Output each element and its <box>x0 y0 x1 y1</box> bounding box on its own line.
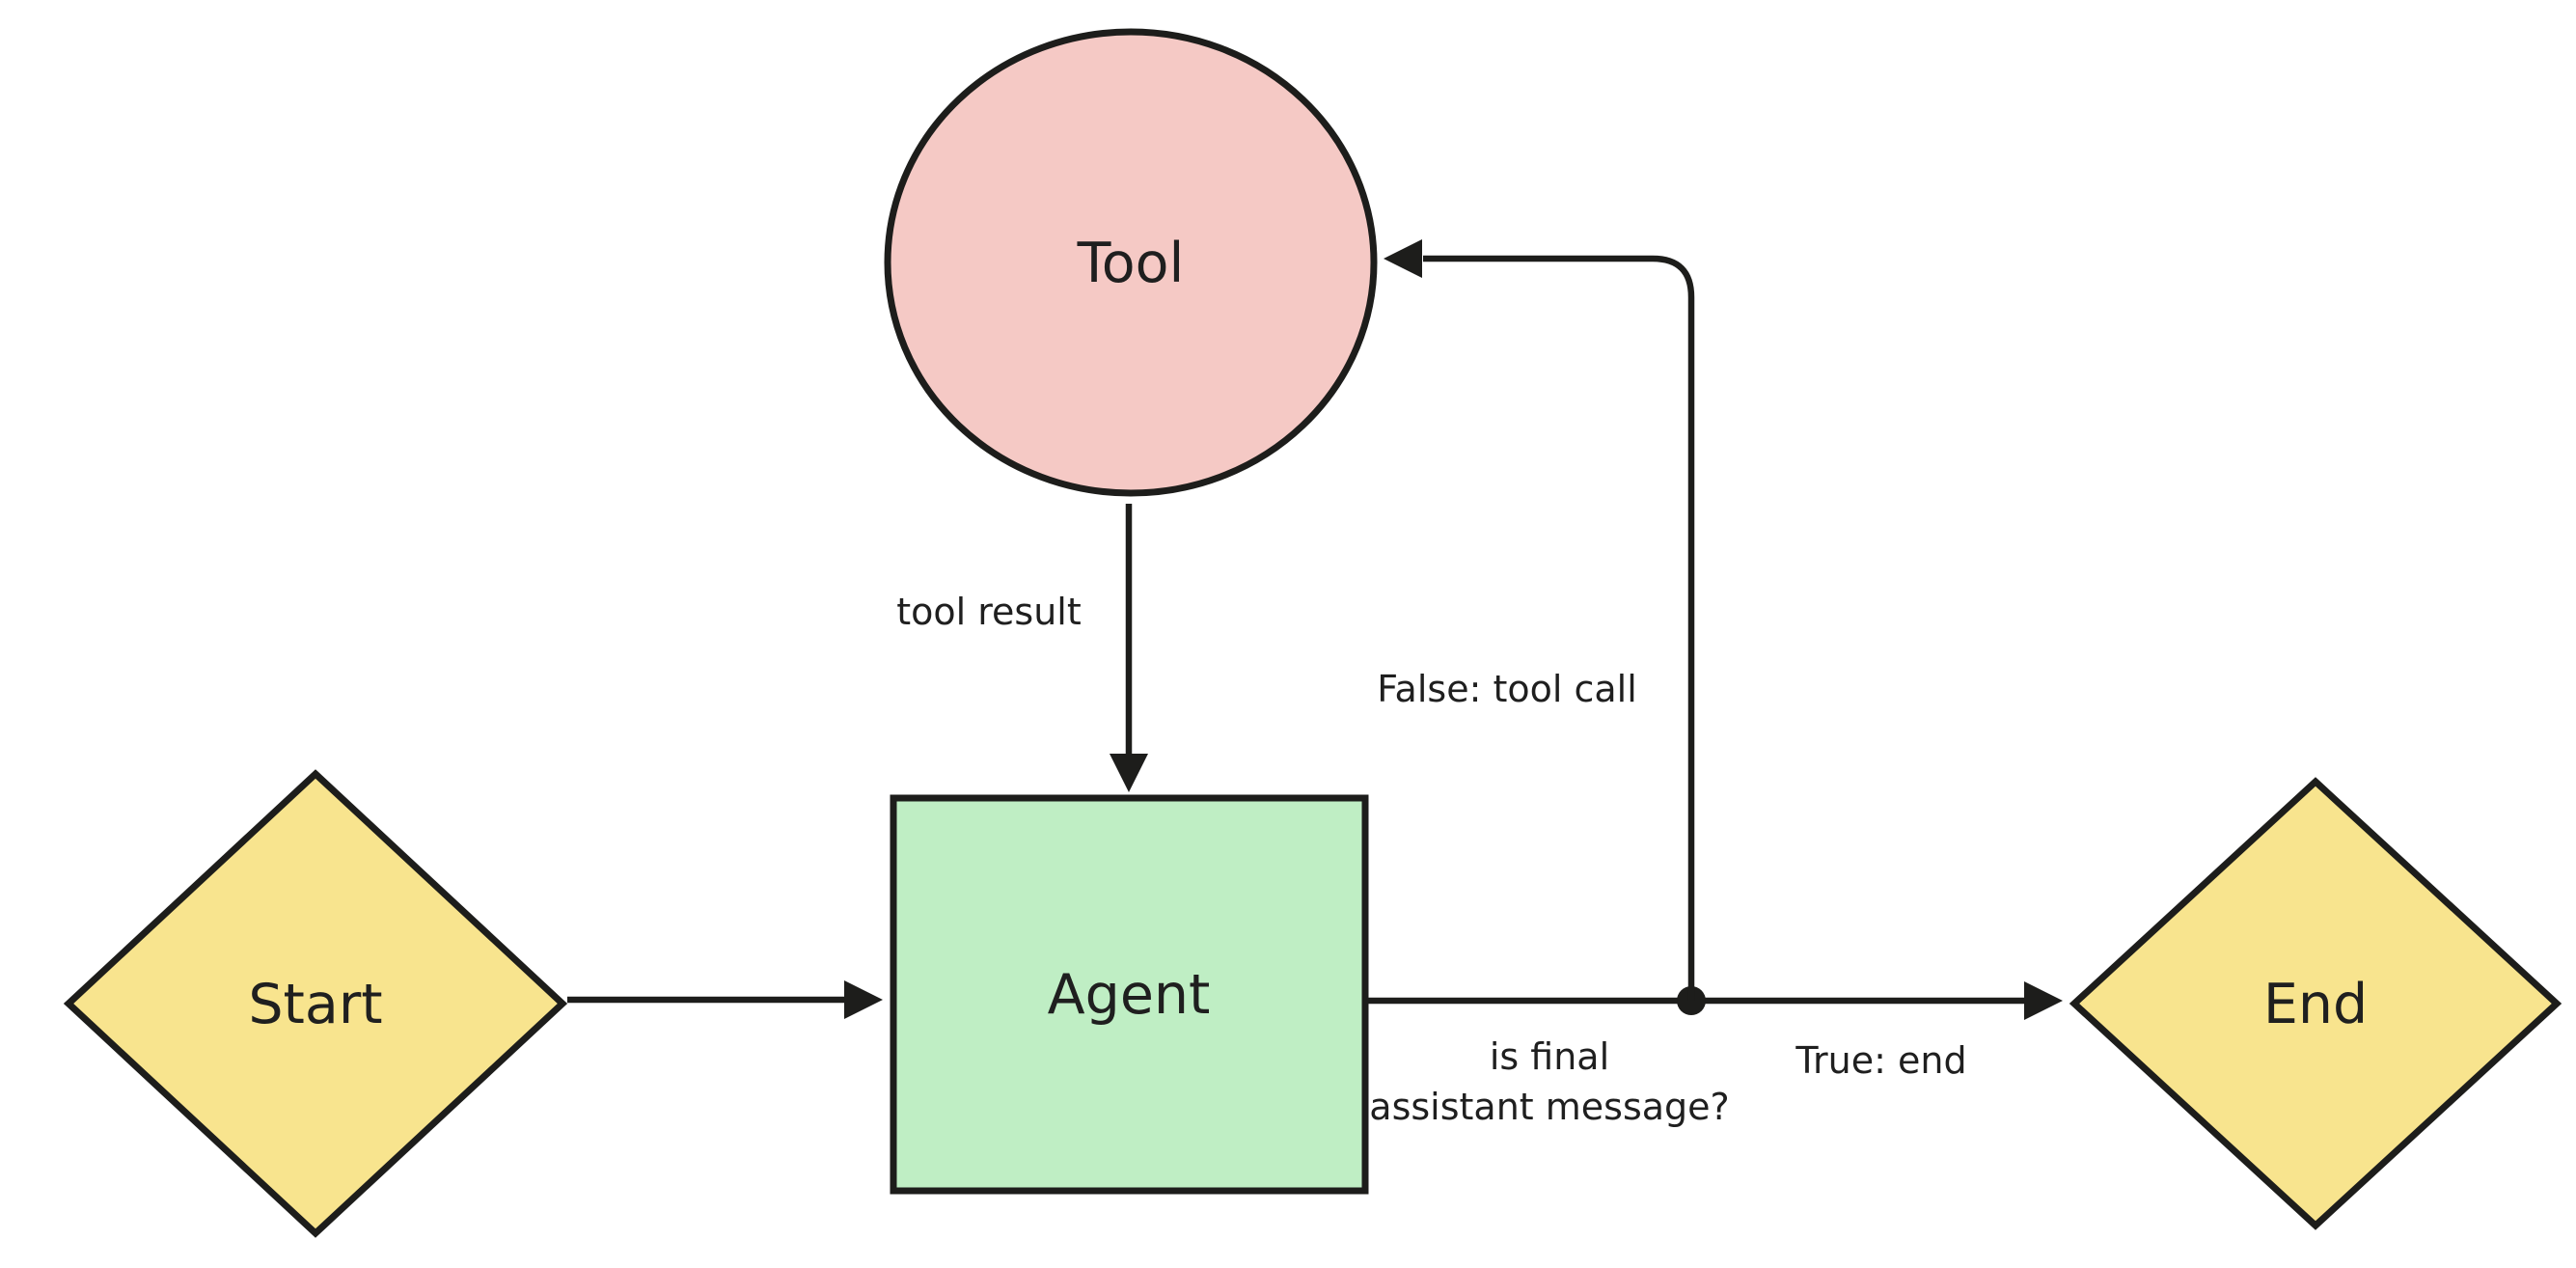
edge-agent-to-end: is final assistant message? True: end <box>1365 981 2063 1128</box>
end-node-label: End <box>2263 973 2368 1036</box>
start-node-label: Start <box>248 973 382 1036</box>
arrowhead-into-tool <box>1384 239 1422 278</box>
edge-label-question-line1: is final <box>1490 1035 1609 1078</box>
node-end: End <box>2069 777 2562 1230</box>
tool-circle-shape <box>884 28 1378 497</box>
arrowhead-into-agent-top <box>1110 754 1148 792</box>
edge-label-question-line2: assistant message? <box>1369 1086 1729 1128</box>
node-tool: Tool <box>884 28 1378 497</box>
edge-line-false-loop <box>1423 255 1695 1001</box>
arrowhead-into-end <box>2024 981 2063 1020</box>
tool-node-label: Tool <box>1077 232 1185 295</box>
edge-false-loop-to-tool: False: tool call <box>1377 239 1695 1001</box>
agent-rectangle-shape <box>890 794 1369 1195</box>
edge-label-true-branch: True: end <box>1795 1039 1966 1082</box>
agent-node-label: Agent <box>1048 963 1211 1027</box>
arrowhead-into-agent-left <box>844 980 883 1019</box>
end-diamond-shape <box>2069 777 2562 1230</box>
edge-label-false-branch: False: tool call <box>1377 668 1637 710</box>
edge-label-tool-result: tool result <box>896 591 1082 633</box>
edge-start-to-agent <box>567 980 883 1019</box>
start-diamond-shape <box>63 769 568 1238</box>
node-agent: Agent <box>890 794 1369 1195</box>
edge-tool-to-agent: tool result <box>896 504 1148 792</box>
node-start: Start <box>63 769 568 1238</box>
